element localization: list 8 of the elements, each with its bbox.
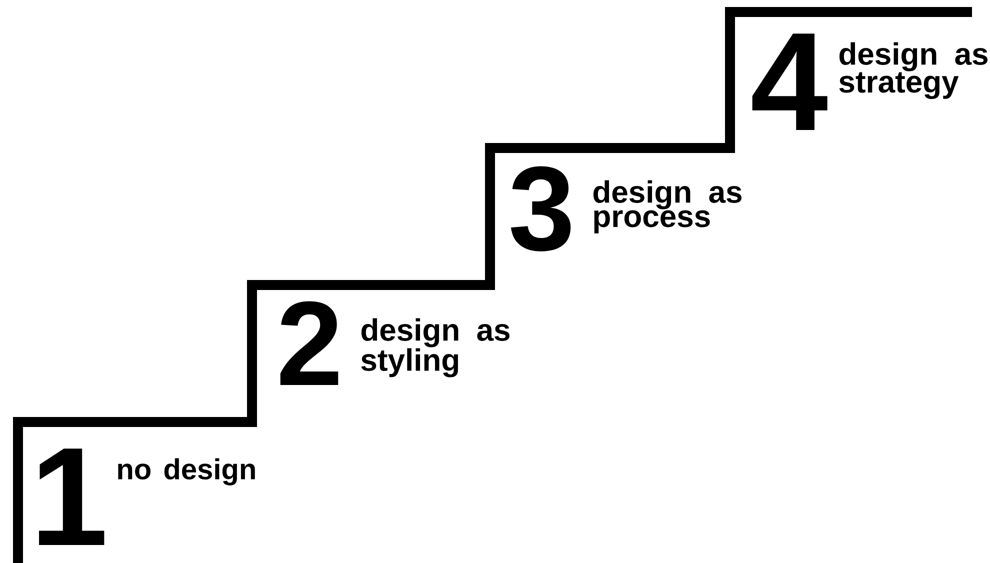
step-number: 2 (280, 301, 338, 385)
step-number: 3 (510, 166, 571, 252)
step-label: no design (118, 458, 255, 486)
step-label: design as process (593, 180, 742, 234)
step-number: 4 (752, 34, 828, 130)
step-label: design as strategy (839, 42, 988, 100)
step-label: design as styling (361, 318, 510, 378)
step-number: 1 (39, 448, 104, 545)
